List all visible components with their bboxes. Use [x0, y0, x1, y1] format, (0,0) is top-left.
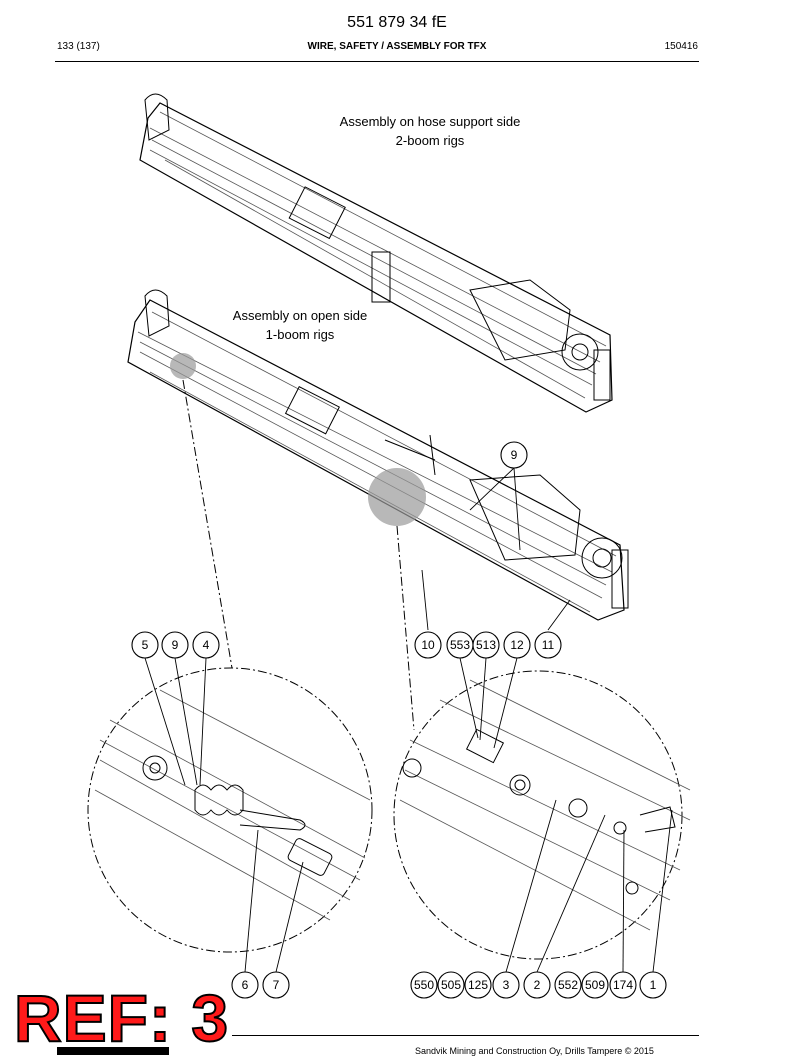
- footer-rule: [232, 1035, 699, 1036]
- callout-leaders: [144, 467, 673, 973]
- callout-12: 12: [503, 631, 531, 659]
- callout-553: 553: [446, 631, 474, 659]
- svg-text:3: 3: [503, 978, 510, 992]
- svg-text:5: 5: [142, 638, 149, 652]
- upper-feed-beam: [139, 93, 613, 413]
- callout-505: 505: [437, 971, 465, 999]
- callout-3: 3: [492, 971, 520, 999]
- header-rule: [55, 61, 699, 62]
- callout-125: 125: [464, 971, 492, 999]
- callout-2: 2: [523, 971, 551, 999]
- svg-text:125: 125: [468, 978, 488, 992]
- svg-text:505: 505: [441, 978, 461, 992]
- caption-hose-side-line1: Assembly on hose support side: [339, 114, 521, 129]
- svg-text:2: 2: [534, 978, 541, 992]
- svg-text:9: 9: [172, 638, 179, 652]
- svg-text:1: 1: [650, 978, 657, 992]
- callout-4: 4: [192, 631, 220, 659]
- copyright-text: Sandvik Mining and Construction Oy, Dril…: [415, 1046, 654, 1056]
- svg-text:12: 12: [510, 638, 524, 652]
- svg-text:553: 553: [450, 638, 470, 652]
- svg-text:11: 11: [542, 638, 555, 652]
- svg-text:7: 7: [273, 978, 280, 992]
- callout-550: 550: [410, 971, 438, 999]
- date-code: 150416: [664, 41, 698, 52]
- svg-text:513: 513: [476, 638, 496, 652]
- page-title: WIRE, SAFETY / ASSEMBLY FOR TFX: [307, 41, 487, 52]
- svg-text:9: 9: [511, 448, 518, 462]
- caption-open-side-line1: Assembly on open side: [232, 308, 368, 323]
- caption-open-side-line2: 1-boom rigs: [265, 327, 335, 342]
- callout-10: 10: [414, 631, 442, 659]
- right-detail-view: [393, 670, 691, 960]
- ref-stamp: REF: 3: [13, 981, 230, 1055]
- callout-7: 7: [262, 971, 290, 999]
- svg-text:552: 552: [558, 978, 578, 992]
- caption-hose-side: Assembly on hose support side 2-boom rig…: [320, 112, 540, 150]
- callout-509: 509: [581, 971, 609, 999]
- callout-552: 552: [554, 971, 582, 999]
- caption-open-side: Assembly on open side 1-boom rigs: [200, 306, 400, 344]
- callout-174: 174: [609, 971, 637, 999]
- caption-hose-side-line2: 2-boom rigs: [395, 133, 465, 148]
- document-number: 551 879 34 fE: [347, 14, 447, 31]
- callout-11: 11: [534, 631, 562, 659]
- callout-1: 1: [639, 971, 667, 999]
- svg-text:509: 509: [585, 978, 605, 992]
- callout-513: 513: [472, 631, 500, 659]
- callout-5: 5: [131, 631, 159, 659]
- svg-text:550: 550: [414, 978, 434, 992]
- callout-6: 6: [231, 971, 259, 999]
- svg-text:174: 174: [613, 978, 633, 992]
- svg-text:4: 4: [203, 638, 210, 652]
- left-detail-view: [87, 667, 373, 953]
- page-number: 133 (137): [57, 41, 100, 52]
- highlight-zone-left: [170, 353, 196, 379]
- callout-9: 9: [161, 631, 189, 659]
- svg-text:10: 10: [421, 638, 435, 652]
- callout-upper-9: 9: [500, 441, 528, 469]
- svg-text:6: 6: [242, 978, 249, 992]
- sandvik-logo: [57, 1047, 169, 1055]
- detail-leaders: [182, 379, 415, 731]
- highlight-zone-right: [368, 468, 426, 526]
